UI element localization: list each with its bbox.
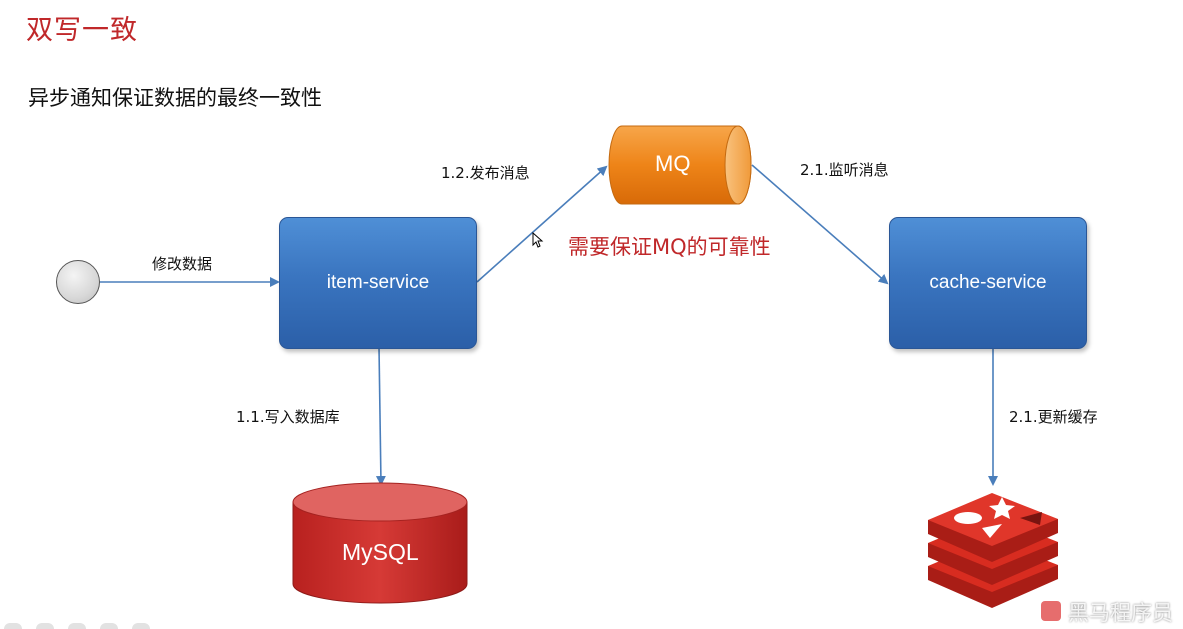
mouse-cursor-icon bbox=[532, 232, 544, 248]
reliability-note: 需要保证MQ的可靠性 bbox=[568, 235, 771, 259]
edge-label-update-cache: 2.1.更新缓存 bbox=[1009, 408, 1098, 426]
edge-label-write-db: 1.1.写入数据库 bbox=[236, 408, 340, 426]
item-service-label: item-service bbox=[326, 272, 430, 293]
control-dot[interactable] bbox=[132, 623, 150, 629]
edge-listen-arrow bbox=[751, 164, 889, 285]
slide-title: 双写一致 bbox=[26, 15, 138, 46]
watermark-logo-icon bbox=[1041, 601, 1061, 621]
mq-queue-icon bbox=[608, 125, 752, 205]
edge-label-publish: 1.2.发布消息 bbox=[441, 164, 530, 182]
control-dot[interactable] bbox=[4, 623, 22, 629]
edge-label-listen: 2.1.监听消息 bbox=[800, 161, 889, 179]
control-dot[interactable] bbox=[68, 623, 86, 629]
edge-label-modify: 修改数据 bbox=[152, 255, 213, 273]
cache-service-label: cache-service bbox=[929, 272, 1047, 293]
edge-publish-arrow bbox=[476, 165, 608, 283]
watermark-text: 黑马程序员 bbox=[1068, 601, 1173, 625]
edge-write-db-arrow bbox=[375, 346, 386, 486]
item-service-node: item-service bbox=[279, 217, 477, 349]
start-circle-icon bbox=[56, 260, 100, 304]
cache-service-node: cache-service bbox=[889, 217, 1087, 349]
slide-subtitle: 异步通知保证数据的最终一致性 bbox=[28, 86, 322, 110]
mysql-database-icon bbox=[292, 482, 468, 604]
control-dot[interactable] bbox=[100, 623, 118, 629]
slide-controls bbox=[4, 623, 150, 629]
redis-logo-icon bbox=[928, 493, 1058, 608]
control-dot[interactable] bbox=[36, 623, 54, 629]
